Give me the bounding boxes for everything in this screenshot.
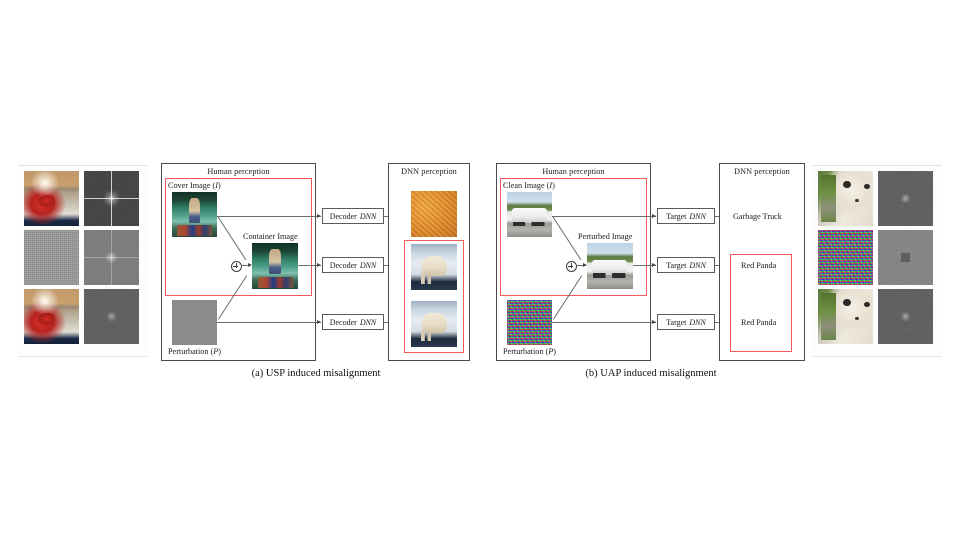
panel-b-target-dnn-box-3[interactable]: Target DNN: [657, 314, 715, 330]
panel-b-target-dnn-box-2[interactable]: Target DNN: [657, 257, 715, 273]
poodle-photo-thumbnail: [818, 171, 873, 226]
goldfish-photo-thumbnail: [24, 171, 79, 226]
panel-a-dnn-output-wolf-1: [411, 244, 457, 290]
panel-b-xor-to-perturbed-line: [576, 265, 586, 266]
panel-b-perturbation-thumbnail: [507, 300, 552, 345]
panel-a-human-perception-title: Human perception: [207, 167, 270, 176]
panel-b: Human perception Clean Image (I) Perturb…: [496, 163, 805, 379]
panel-b-perturbed-image-label: Perturbed Image: [578, 232, 633, 241]
right-strip-row: [818, 171, 936, 226]
panel-b-target-dnn-prefix-2: Target: [666, 260, 687, 270]
panel-b-human-perception-title: Human perception: [542, 167, 605, 176]
goldfish-perturbed-thumbnail: [24, 289, 79, 344]
panel-b-target-dnn-prefix-3: Target: [666, 317, 687, 327]
panel-a-caption: (a) USP induced misalignment: [251, 368, 381, 379]
panel-b-perturbation-label: Perturbation (P): [503, 347, 556, 356]
panel-a-xor-to-container-line: [241, 265, 251, 266]
panel-b-prediction-3: Red Panda: [741, 318, 777, 327]
panel-a-decoder-dnn-italic-1: DNN: [359, 211, 377, 221]
left-strip-row: [24, 289, 142, 344]
fft-spectrum-thumbnail: [84, 171, 139, 226]
panel-a-dnn-output-wolf-2: [411, 301, 457, 347]
panel-b-dnn-perception-box: DNN perception: [719, 163, 805, 361]
panel-a-xor-combiner-icon: [231, 261, 242, 272]
right-strip-row: [818, 289, 936, 344]
panel-a-decoder1-input-arrow: [317, 214, 321, 218]
panel-a-cover-to-decoder1-line: [217, 216, 321, 217]
panel-a-container-image-thumbnail: [252, 243, 298, 289]
fft-spectrum-thumbnail: [878, 171, 933, 226]
panel-a-decoder-dnn-prefix-1: Decoder: [329, 211, 357, 221]
panel-b-target-dnn-prefix-1: Target: [666, 211, 687, 221]
panel-a-decoder-dnn-prefix-3: Decoder: [329, 317, 357, 327]
panel-a-decoder-dnn-box-1[interactable]: Decoder DNN: [322, 208, 384, 224]
right-image-strip: [812, 165, 942, 357]
panel-a-dnn-perception-title: DNN perception: [401, 167, 457, 176]
panel-b-perturbation-to-target3-line: [552, 322, 656, 323]
right-strip-row: [818, 230, 936, 285]
panel-a-decoder-dnn-box-3[interactable]: Decoder DNN: [322, 314, 384, 330]
panel-b-xor-combiner-icon: [566, 261, 577, 272]
panel-b-target3-input-arrow: [652, 320, 656, 324]
fft-spectrum-thumbnail: [878, 289, 933, 344]
panel-b-perturbed-image-thumbnail: [587, 243, 633, 289]
panel-b-target2-input-arrow: [652, 263, 656, 267]
fft-spectrum-thumbnail: [84, 230, 139, 285]
panel-b-prediction-1: Garbage Truck: [733, 212, 782, 221]
panel-a-perturbation-thumbnail: [172, 300, 217, 345]
poodle-perturbed-thumbnail: [818, 289, 873, 344]
panel-a-perturbation-to-decoder3-line: [217, 322, 321, 323]
panel-b-target-dnn-italic-2: DNN: [689, 260, 706, 270]
panel-a-cover-image-label: Cover Image (I): [168, 181, 221, 190]
fft-spectrum-thumbnail: [878, 230, 933, 285]
panel-a-decoder-dnn-italic-3: DNN: [359, 317, 377, 327]
panel-b-target-dnn-italic-3: DNN: [689, 317, 706, 327]
panel-a: Human perception Cover Image (I) Contain…: [0, 0, 480, 400]
panel-a-decoder-dnn-box-2[interactable]: Decoder DNN: [322, 257, 384, 273]
gray-noise-perturbation-thumbnail: [24, 230, 79, 285]
panel-b-dnn-perception-title: DNN perception: [734, 167, 790, 176]
panel-a-decoder-dnn-italic-2: DNN: [359, 260, 377, 270]
panel-a-decoder-dnn-prefix-2: Decoder: [329, 260, 357, 270]
panel-b-clean-image-label: Clean Image (I): [503, 181, 555, 190]
panel-b-caption: (b) UAP induced misalignment: [585, 368, 717, 379]
panel-a-dnn-output-orange-texture: [411, 191, 457, 237]
panel-a-xor-to-container-arrow: [248, 263, 252, 267]
left-strip-row: [24, 230, 142, 285]
panel-b-clean-image-thumbnail: [507, 192, 552, 237]
panel-b-clean-to-target1-line: [552, 216, 656, 217]
panel-b-target1-input-arrow: [652, 214, 656, 218]
panel-b-perturbed-to-target2-line: [633, 265, 656, 266]
rgb-noise-perturbation-thumbnail: [818, 230, 873, 285]
fft-spectrum-thumbnail: [84, 289, 139, 344]
panel-a-decoder2-input-arrow: [317, 263, 321, 267]
panel-b-prediction-2: Red Panda: [741, 261, 777, 270]
panel-b-xor-to-perturbed-arrow: [583, 263, 587, 267]
panel-a-cover-image-thumbnail: [172, 192, 217, 237]
left-image-strip: [18, 165, 148, 357]
panel-a-decoder3-input-arrow: [317, 320, 321, 324]
panel-a-container-to-decoder2-line: [298, 265, 321, 266]
panel-b-target-dnn-box-1[interactable]: Target DNN: [657, 208, 715, 224]
panel-a-perturbation-label: Perturbation (P): [168, 347, 221, 356]
panel-a-container-image-label: Container Image: [243, 232, 298, 241]
left-strip-row: [24, 171, 142, 226]
panel-b-target-dnn-italic-1: DNN: [689, 211, 706, 221]
